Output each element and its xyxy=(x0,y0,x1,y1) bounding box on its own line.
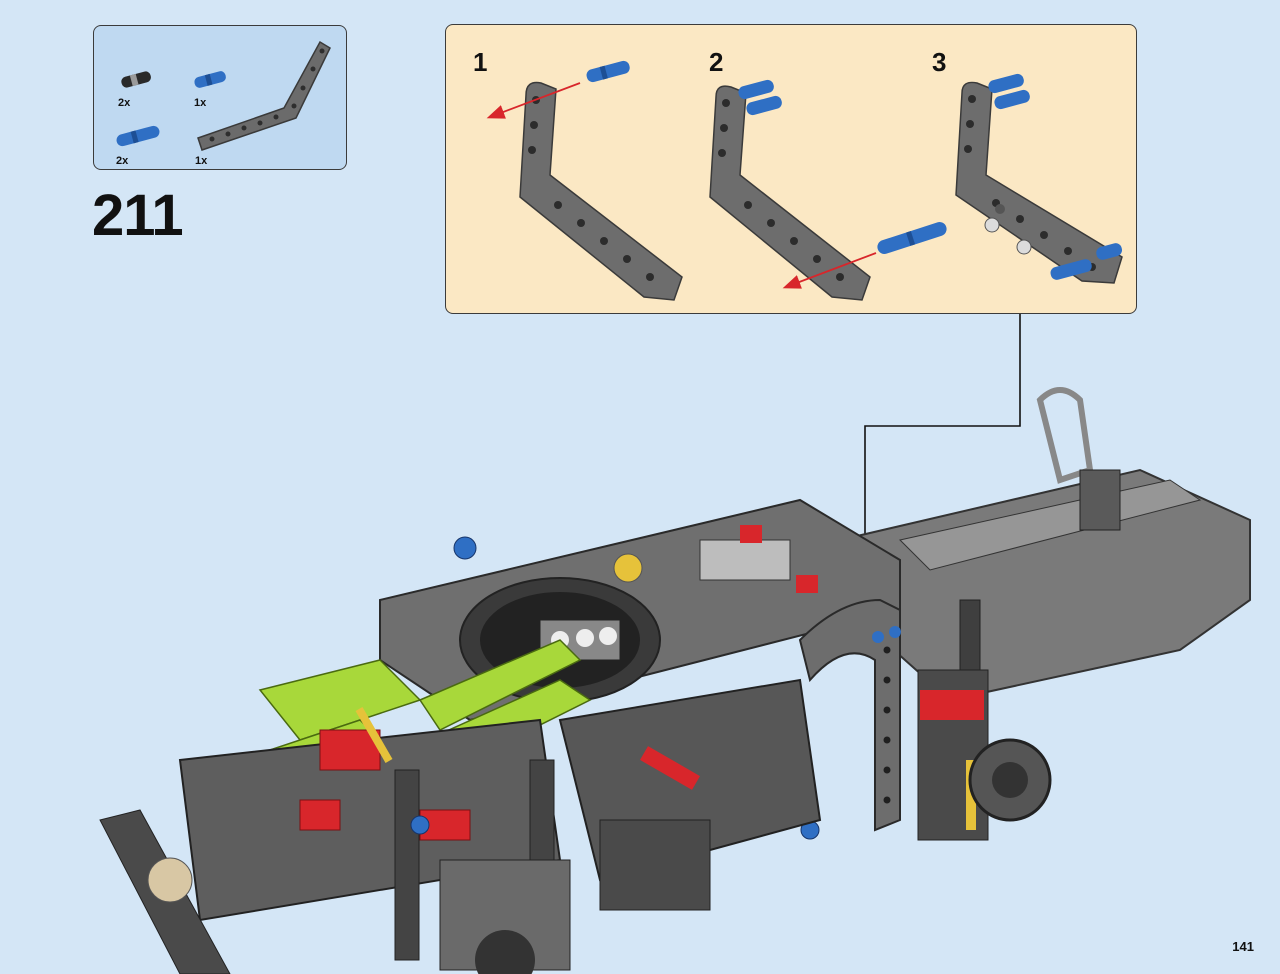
substep-number: 2 xyxy=(709,47,724,77)
step1-blue-pin xyxy=(586,60,630,83)
blue-axle-pin-icon xyxy=(194,71,226,88)
page-number: 141 xyxy=(1232,939,1254,954)
step-number: 211 xyxy=(92,183,184,248)
lower-body xyxy=(439,678,822,974)
step2-beam xyxy=(709,85,871,301)
part-quantity: 1x xyxy=(194,97,207,109)
callout-illustration xyxy=(486,60,1123,301)
part-quantity: 2x xyxy=(116,155,129,167)
part-quantity: 2x xyxy=(118,97,131,109)
parts-list-box: 2x 1x 2x 1x xyxy=(93,25,347,170)
bent-beam-icon xyxy=(197,40,331,151)
vehicle-chassis-illustration xyxy=(99,387,1251,974)
long-blue-pin-icon xyxy=(116,125,160,147)
substep-number: 1 xyxy=(473,47,488,77)
black-pin-icon xyxy=(121,71,151,88)
part-quantity: 1x xyxy=(195,155,208,167)
substep-number: 3 xyxy=(932,47,947,77)
new-bent-beam xyxy=(798,598,901,832)
step2-blue-pins xyxy=(738,79,947,254)
insertion-arrow xyxy=(486,82,581,119)
rear-chassis-frame xyxy=(838,387,1251,841)
subassembly-callout: 1 2 3 xyxy=(445,24,1137,314)
step3-pins xyxy=(984,73,1123,280)
parts-list-illustration xyxy=(116,40,331,151)
insertion-arrow xyxy=(782,252,877,289)
